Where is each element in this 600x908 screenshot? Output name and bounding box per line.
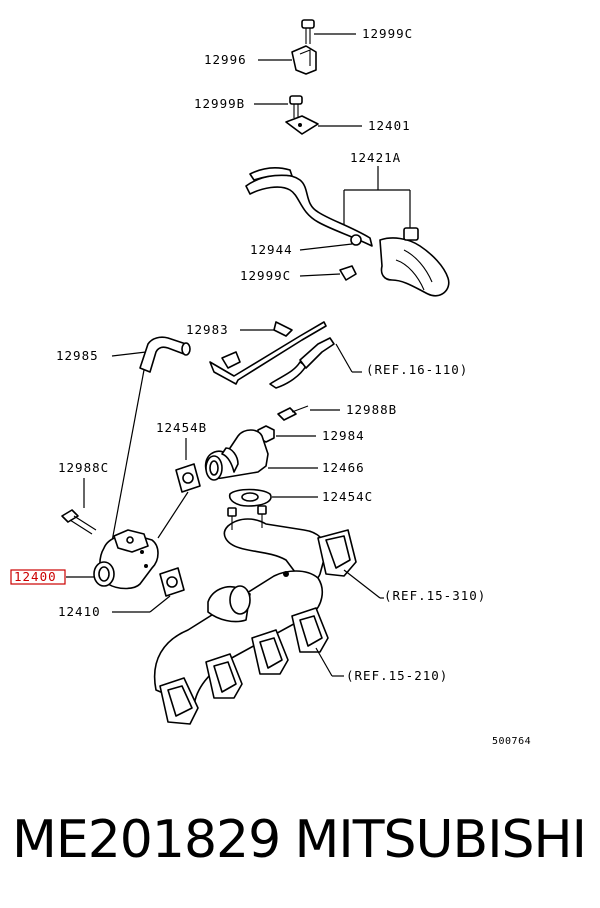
label-12985[interactable]: 12985 [56, 348, 99, 363]
hose-12985[interactable] [139, 336, 191, 373]
label-ref-15-210[interactable]: (REF.15-210) [346, 668, 448, 683]
bolt-12999c-mid[interactable] [339, 265, 357, 281]
label-12999c-top[interactable]: 12999C [362, 26, 413, 41]
label-12410[interactable]: 12410 [58, 604, 101, 619]
label-ref-16-110[interactable]: (REF.16-110) [366, 362, 468, 377]
label-ref-15-310[interactable]: (REF.15-310) [384, 588, 486, 603]
bolt-12999c-top[interactable] [301, 19, 315, 44]
intake-manifold[interactable] [153, 570, 329, 725]
elbow-pipe-12466[interactable] [204, 429, 269, 481]
plate-12401[interactable] [285, 115, 319, 135]
label-12999c-mid[interactable]: 12999C [240, 268, 291, 283]
label-12999b[interactable]: 12999B [194, 96, 245, 111]
label-12983[interactable]: 12983 [186, 322, 229, 337]
gasket-12410[interactable] [159, 567, 185, 597]
label-12454b[interactable]: 12454B [156, 420, 207, 435]
bolt-12988c[interactable] [61, 509, 97, 535]
egr-valve-12400[interactable] [93, 529, 159, 590]
part-footer: ME201829 MITSUBISHI [0, 800, 600, 880]
label-12401[interactable]: 12401 [368, 118, 411, 133]
gasket-12454b[interactable] [175, 463, 201, 493]
intake-pipe-upper[interactable] [223, 505, 357, 583]
figure-number: 500764 [492, 736, 531, 747]
brand-name: MITSUBISHI [294, 810, 587, 870]
label-12944[interactable]: 12944 [250, 242, 293, 257]
label-12988c[interactable]: 12988C [58, 460, 109, 475]
part-number: ME201829 [12, 810, 281, 870]
parts-diagram: 12999C 12996 12999B 12401 12421A 12944 1… [10, 19, 531, 747]
vacuum-hose-12421a[interactable] [245, 167, 450, 297]
gasket-12454c[interactable] [228, 488, 272, 507]
label-12400[interactable]: 12400 [14, 569, 57, 584]
label-12454c[interactable]: 12454C [322, 489, 373, 504]
bolt-12988b[interactable] [277, 405, 309, 421]
bolt-12999b[interactable] [289, 95, 303, 118]
label-12466[interactable]: 12466 [322, 460, 365, 475]
label-12996[interactable]: 12996 [204, 52, 247, 67]
label-12421a[interactable]: 12421A [350, 150, 401, 165]
highlight-box-12400 [10, 569, 66, 585]
bracket-12996[interactable] [291, 45, 317, 75]
label-12984[interactable]: 12984 [322, 428, 365, 443]
label-12988b[interactable]: 12988B [346, 402, 397, 417]
pipe-12983[interactable] [209, 321, 335, 389]
